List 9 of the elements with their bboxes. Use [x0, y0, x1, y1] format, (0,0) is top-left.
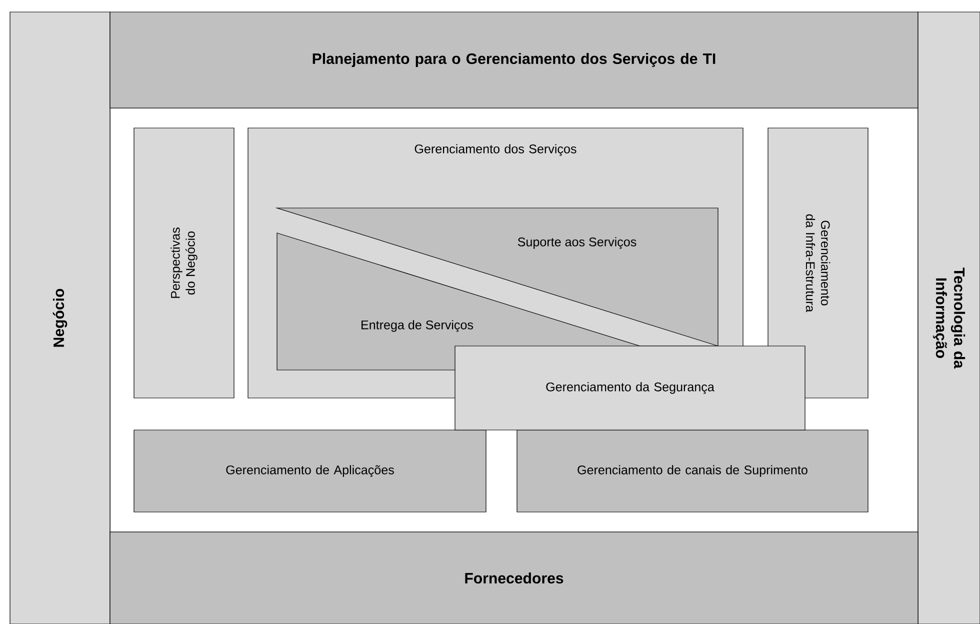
- side-band: Tecnologia da Informação: [918, 12, 980, 624]
- footer-band: Fornecedores: [110, 532, 918, 624]
- column-box: Perspectivas do Negócio: [134, 128, 234, 398]
- column-box: Gerenciamento da Infra-Estrutura: [768, 128, 868, 398]
- overlay-box: Gerenciamento da Segurança: [454, 346, 806, 430]
- process-box: Gerenciamento de Aplicações: [134, 430, 486, 512]
- process-box: Gerenciamento de canais de Suprimento: [516, 430, 868, 512]
- header-band: Planejamento para o Gerenciamento dos Serviços de TI: [110, 12, 918, 108]
- side-band: Negócio: [10, 12, 110, 624]
